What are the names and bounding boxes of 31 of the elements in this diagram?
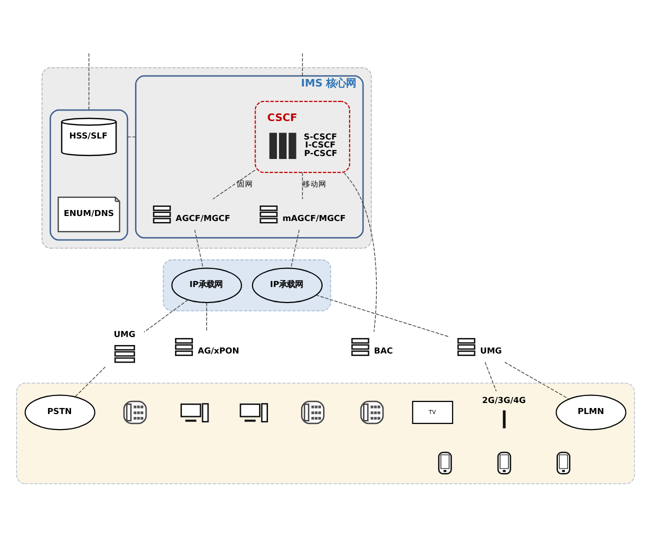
connector	[194, 229, 204, 268]
node-label: AGCF/MGCF	[176, 212, 230, 223]
node-label: UMG	[114, 328, 136, 339]
connector	[290, 229, 300, 268]
cluster	[162, 258, 332, 311]
node-label: AG/xPON	[198, 345, 240, 356]
connector	[302, 172, 303, 199]
cluster	[50, 108, 128, 240]
node-ellipse: IP承载网	[252, 267, 323, 303]
connector	[144, 299, 188, 332]
node-label: 2G/3G/4G	[482, 394, 526, 405]
node-label: UMG	[480, 345, 502, 356]
connector	[344, 172, 377, 332]
connector	[127, 136, 136, 137]
node-label: mAGCF/MGCF	[282, 212, 346, 223]
connector	[504, 361, 570, 399]
connector	[212, 169, 256, 199]
connector	[74, 366, 106, 397]
cluster	[16, 382, 635, 484]
node-ellipse: PLMN	[556, 394, 626, 430]
connector	[316, 294, 449, 336]
node-ellipse: IP承载网	[171, 267, 242, 303]
node-ellipse: PSTN	[24, 394, 96, 430]
node-box: CSCF S-CSCF I-CSCF P-CSCF	[254, 100, 350, 172]
node-box	[502, 410, 506, 428]
node-label: BAC	[374, 345, 393, 356]
cluster	[42, 66, 372, 248]
connector	[302, 52, 303, 76]
connector	[206, 302, 208, 332]
connector	[88, 52, 90, 110]
connector	[484, 361, 497, 392]
